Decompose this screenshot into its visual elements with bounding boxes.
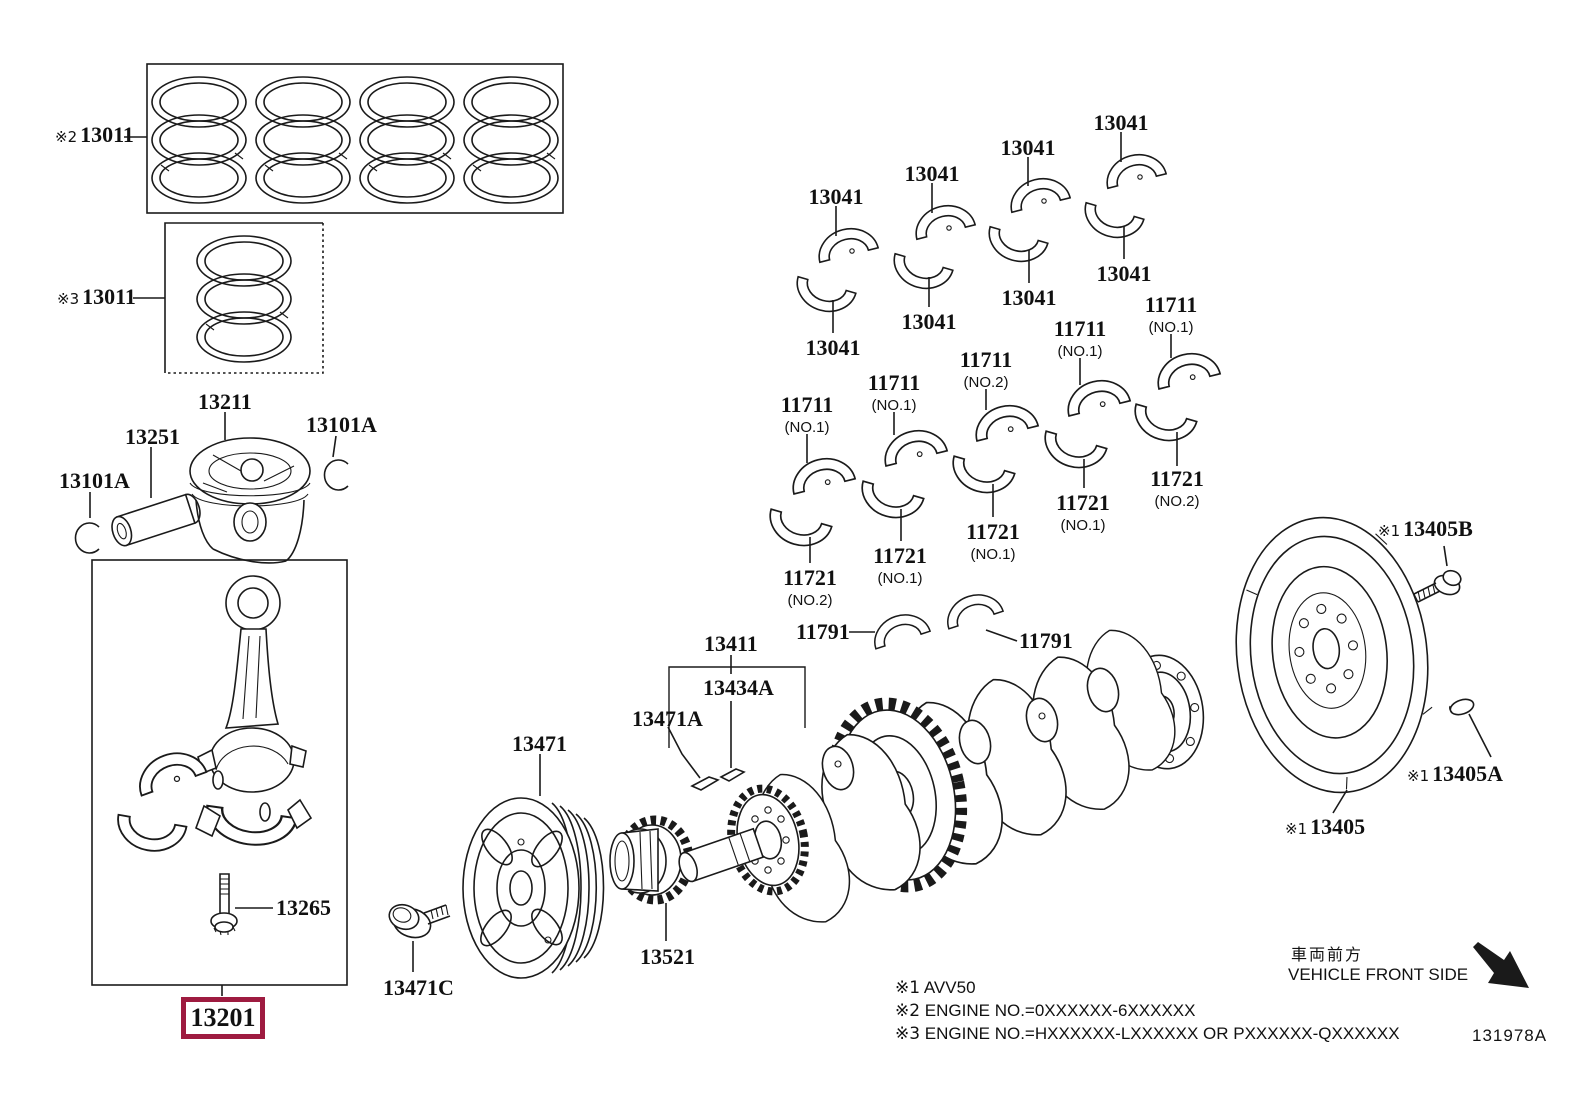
drawing-code: 131978A [1472, 1026, 1548, 1045]
leader-lines [89, 132, 1492, 996]
flywheel-drawing [1235, 516, 1433, 794]
footnote-3: ※3 ENGINE NO.=HXXXXXX-LXXXXXX OR PXXXXXX… [895, 1024, 1400, 1044]
callout-piston[interactable]: 13211 [198, 389, 252, 414]
callout-crank-bearing-4-upper[interactable]: 11711(NO.1) [1053, 316, 1107, 360]
front-side-label-en: VEHICLE FRONT SIDE [1288, 965, 1469, 984]
callout-pulley[interactable]: 13471 [512, 731, 567, 756]
callout-crank-bearing-2-upper[interactable]: 11711(NO.1) [867, 370, 921, 414]
callout-piston-pin[interactable]: 13251 [125, 424, 180, 449]
pulley-drawing [462, 797, 605, 979]
footnote-1: ※1 AVV50 [895, 978, 976, 998]
callout-connecting-rod-selected[interactable]: 13201 [181, 997, 265, 1039]
timing-sprocket-small-drawing [609, 815, 694, 905]
footnote-ref: ※2 [55, 128, 78, 146]
footnote-ref: ※3 [57, 290, 80, 308]
callout-main-bearing-1-upper[interactable]: 13041 [808, 184, 864, 209]
snap-ring-right-drawing [323, 459, 349, 491]
callout-main-bearing-3-upper[interactable]: 13041 [1000, 135, 1056, 160]
piston-drawing [189, 437, 311, 564]
callout-timing-sprocket[interactable]: 13521 [640, 944, 695, 969]
callout-main-bearing-4-lower[interactable]: 13041 [1096, 261, 1152, 286]
callout-crank-key[interactable]: 13434A [703, 675, 774, 701]
ring-set-single-box [164, 222, 324, 374]
callout-front-key[interactable]: 13471A [632, 706, 703, 731]
front-side-arrow [1473, 942, 1529, 988]
snap-ring-left-drawing [74, 522, 100, 554]
callout-crank-bearing-3-lower[interactable]: 11721(NO.1) [966, 519, 1020, 563]
front-key-drawing [690, 776, 720, 791]
crank-key-drawing [719, 768, 746, 782]
callout-crank-bearing-5-upper[interactable]: 11711(NO.1) [1144, 292, 1198, 336]
callout-thrust-washer-left[interactable]: 11791 [796, 619, 850, 644]
main-bearings-row1 [791, 149, 1166, 319]
callout-crank-bearing-1-lower[interactable]: 11721(NO.2) [783, 565, 837, 609]
callout-main-bearing-1-lower[interactable]: 13041 [805, 335, 861, 360]
thrust-washer-right-drawing [940, 586, 1004, 630]
callout-crankshaft[interactable]: 13411 [704, 631, 758, 656]
piston-pin-drawing [111, 493, 201, 547]
callout-crank-bearing-2-lower[interactable]: 11721(NO.1) [873, 543, 927, 587]
callout-main-bearing-4-upper[interactable]: 13041 [1093, 110, 1149, 135]
front-side-label-jp: 車両前方 [1291, 945, 1364, 964]
callout-pulley-bolt[interactable]: 13471C [383, 975, 454, 1000]
callout-rod-bolt[interactable]: 13265 [276, 895, 331, 920]
callout-main-bearing-3-lower[interactable]: 13041 [1001, 285, 1057, 310]
crank-timing-gear-drawing [727, 784, 809, 896]
rod-bolt-drawing [210, 873, 238, 936]
callout-main-bearing-2-upper[interactable]: 13041 [904, 161, 960, 186]
crankshaft-drawing [678, 619, 1205, 934]
callout-crank-bearing-1-upper[interactable]: 11711(NO.1) [780, 392, 834, 436]
pulley-bolt-drawing [388, 903, 451, 939]
flywheel-pin-drawing [1449, 698, 1475, 716]
callout-snap-ring-left[interactable]: 13101A [59, 468, 130, 493]
callout-thrust-washer-right[interactable]: 11791 [1019, 628, 1073, 653]
connecting-rod-box [91, 559, 348, 986]
footnote-2: ※2 ENGINE NO.=0XXXXXX-6XXXXXX [895, 1001, 1196, 1021]
flywheel-bolt-drawing [1413, 569, 1462, 603]
callout-crank-bearing-4-lower[interactable]: 11721(NO.1) [1056, 490, 1110, 534]
ring-set-4cyl-box [146, 63, 564, 214]
callout-snap-ring-right[interactable]: 13101A [306, 412, 377, 437]
callout-main-bearing-2-lower[interactable]: 13041 [901, 309, 957, 334]
callout-crank-bearing-3-upper[interactable]: 11711(NO.2) [959, 347, 1013, 391]
crank-snout-drawing [678, 827, 765, 883]
callout-crank-bearing-5-lower[interactable]: 11721(NO.2) [1150, 466, 1204, 510]
thrust-washer-left-drawing [867, 606, 931, 650]
